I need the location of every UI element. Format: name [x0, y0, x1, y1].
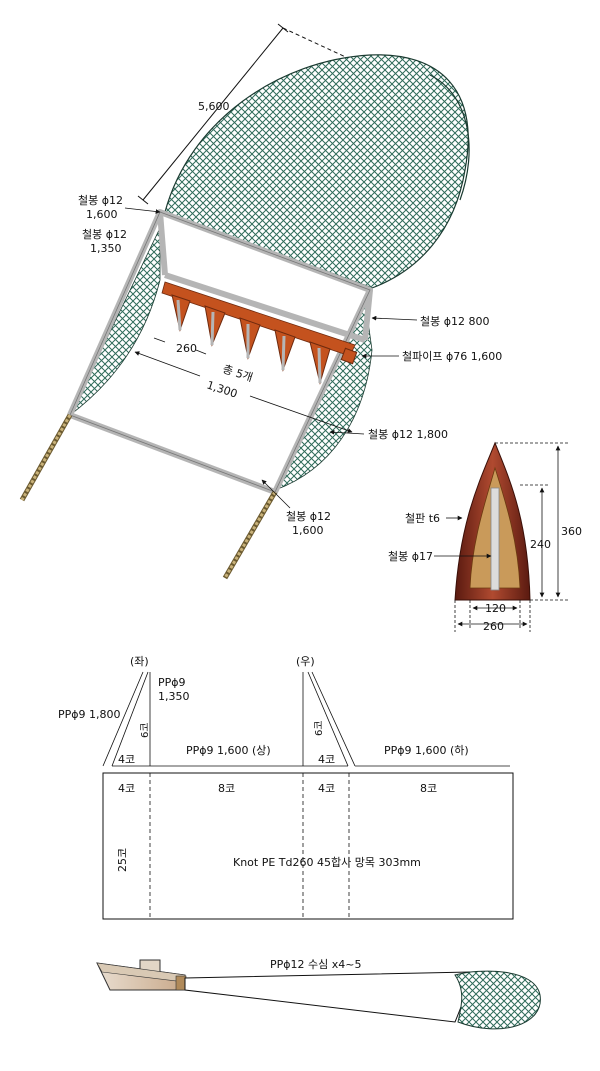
height-inner-label: 240 — [530, 538, 551, 551]
net-spec-label: Knot PE Td260 45합사 망목 303mm — [233, 856, 421, 869]
rod-side-left-label: 철봉 ϕ12 — [82, 228, 127, 241]
width-inner-label: 120 — [485, 602, 506, 615]
rigging-label: PPϕ12 수심 x4~5 — [270, 958, 361, 971]
rod-right-top-label: 철봉 ϕ12 800 — [420, 315, 489, 328]
net-plan: (좌) (우) PPϕ9 1,800 PPϕ9 1,350 6코 4코 6코 4… — [58, 655, 514, 920]
height-total-label: 360 — [561, 525, 582, 538]
rod-side-left-len: 1,350 — [90, 242, 122, 255]
rigging-net-bag — [454, 970, 541, 1030]
rod-top-left-label: 철봉 ϕ12 — [78, 194, 123, 207]
tooth-detail: 철판 t6 철봉 ϕ17 360 240 120 260 — [388, 441, 582, 633]
tow-line — [184, 971, 471, 1023]
bottom-rope-label: PPϕ9 1,600 (하) — [384, 743, 469, 757]
tooth-rod — [490, 487, 500, 591]
tooth-spacing-label: 260 — [176, 342, 197, 355]
right-wing — [302, 671, 356, 767]
col2-label: 8코 — [218, 782, 235, 795]
rod-bottom-label: 철봉 ϕ12 — [286, 510, 331, 523]
top-rope-label: PPϕ9 1,600 (상) — [186, 744, 271, 757]
rod-top-left-len: 1,600 — [86, 208, 118, 221]
rod-right-bottom-label: 철봉 ϕ12 1,800 — [368, 428, 448, 441]
col3-label: 4코 — [318, 782, 335, 795]
net-bag-rim — [429, 74, 470, 201]
left-rope-a: PPϕ9 — [158, 676, 186, 689]
right-meshes: 6코 — [314, 720, 325, 736]
rigging-view: PPϕ12 수심 x4~5 — [96, 958, 541, 1030]
depth-label: 25코 — [116, 848, 129, 872]
dredge-view: 5,600 — [19, 23, 502, 580]
right-base: 4코 — [318, 753, 335, 766]
width-outer-label: 260 — [483, 620, 504, 633]
right-label: (우) — [296, 655, 315, 668]
towing-ropes — [19, 413, 278, 580]
tooth-rod-label: 철봉 ϕ17 — [388, 550, 433, 563]
net-bag — [164, 54, 469, 289]
tooth-count-label: 총 5개 — [221, 362, 254, 384]
left-wing — [102, 671, 151, 767]
pipe-right-label: 철파이프 ϕ76 1,600 — [402, 350, 502, 363]
left-rope-b: 1,350 — [158, 690, 190, 703]
col4-label: 8코 — [420, 782, 437, 795]
left-label: (좌) — [130, 655, 149, 668]
rod-bottom-len: 1,600 — [292, 524, 324, 537]
net-panel — [102, 772, 514, 920]
left-side-rope: PPϕ9 1,800 — [58, 708, 121, 721]
width-dim-label: 1,300 — [205, 378, 239, 400]
left-meshes: 6코 — [140, 722, 151, 738]
length-dim-label: 5,600 — [198, 100, 230, 113]
left-base: 4코 — [118, 753, 135, 766]
col1-label: 4코 — [118, 782, 135, 795]
plate-label: 철판 t6 — [405, 512, 440, 525]
teeth-bar — [161, 281, 358, 385]
